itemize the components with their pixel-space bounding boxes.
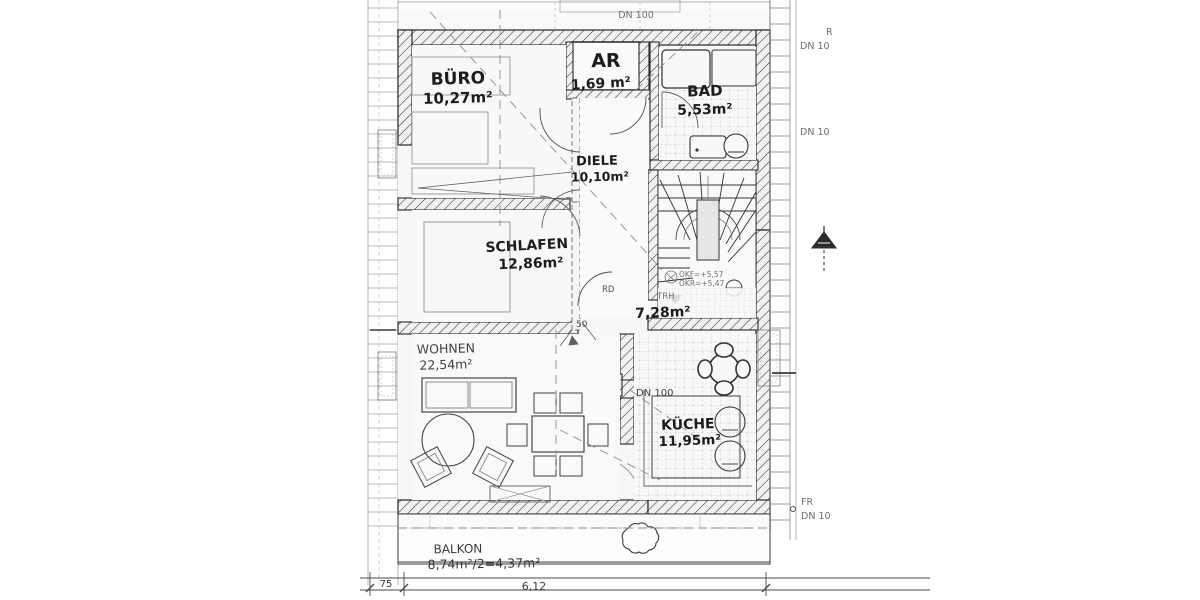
label-diele-area: 10,10m² — [571, 168, 629, 184]
room-schlafen — [412, 210, 570, 322]
label-wohnen-area: 22,54m² — [419, 356, 472, 372]
leader-lines — [417, 171, 597, 347]
dimension-line — [360, 572, 930, 596]
label-bad-name: BAD — [687, 82, 723, 101]
label-diele-name: DIELE — [576, 154, 618, 170]
label-wohnen-name: WOHNEN — [417, 340, 476, 357]
round-table-with-chairs — [697, 342, 751, 396]
label-schlafen-area: 12,86m² — [498, 255, 564, 273]
annotation-trh-label: TRH — [656, 292, 675, 302]
annotation-okr-level: OKR=+5,47 — [679, 279, 725, 288]
section-lines — [398, 10, 770, 529]
annotation-okf-level: OKF=+5,57 — [679, 270, 724, 279]
annotation-dn-bottom: DN 10 — [801, 511, 831, 522]
north-arrow — [810, 226, 838, 272]
annotation-wall-50: 50 — [576, 320, 588, 330]
annotation-dn-mid: DN 100 — [636, 388, 673, 399]
label-kueche-area: 11,95m² — [658, 432, 721, 450]
label-ar-area: 1,69 m² — [570, 74, 631, 93]
room-labels: BÜRO 10,27m² AR 1,69 m² BAD 5,53m² DIELE… — [417, 50, 733, 572]
balcony — [397, 513, 771, 565]
dimension-612: 6,12 — [522, 580, 547, 593]
label-balkon-name: BALKON — [433, 542, 482, 557]
label-kueche-name: KÜCHE — [661, 414, 715, 434]
shrub-symbol — [621, 522, 660, 554]
scan-texture — [398, 10, 770, 530]
annotation-dn-right-1: DN 10 — [800, 41, 830, 52]
dimension-labels: 75 6,12 — [380, 579, 547, 593]
stair-hall-floor — [658, 270, 756, 318]
annotation-dn-right-2: DN 10 — [800, 127, 830, 138]
label-schlafen-name: SCHLAFEN — [485, 236, 568, 256]
room-diele — [580, 98, 648, 318]
room-buero — [411, 45, 566, 198]
annotation-rd-door: RD — [602, 285, 615, 295]
technical-annotations: DN 100 DN 10 DN 10 R DN 100 FR DN 10 TRH… — [576, 10, 833, 522]
top-attic-strip — [397, 0, 771, 31]
room-wohnen — [410, 334, 620, 503]
label-balkon-area: 8,74m²/2=4,37m² — [427, 555, 540, 572]
label-ar-name: AR — [591, 50, 621, 73]
annotation-fr-bottom: FR — [801, 497, 813, 508]
room-kueche — [634, 334, 756, 500]
label-buero-area: 10,27m² — [423, 88, 493, 108]
dimension-75: 75 — [380, 579, 393, 590]
label-buero-name: BÜRO — [430, 66, 485, 89]
right-rafter-zone — [757, 0, 797, 540]
annotation-r-right: R — [826, 27, 833, 38]
annotation-dn-top: DN 100 — [618, 10, 654, 21]
bathroom — [659, 47, 757, 160]
label-bad-area: 5,53m² — [677, 101, 733, 118]
label-trh-area: 7,28m² — [635, 304, 691, 322]
